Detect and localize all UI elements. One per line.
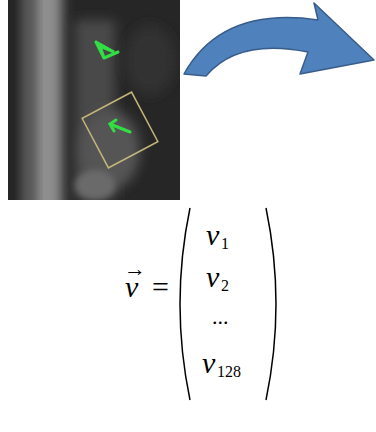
descriptor-window bbox=[82, 92, 158, 168]
curved-arrow bbox=[184, 3, 374, 76]
right-parenthesis bbox=[266, 208, 276, 400]
component: v bbox=[202, 348, 215, 378]
ellipsis: ... bbox=[212, 306, 229, 328]
left-parenthesis bbox=[180, 208, 190, 400]
component: v bbox=[206, 262, 219, 292]
equals-sign: = bbox=[152, 272, 169, 302]
photo bbox=[8, 0, 180, 200]
subscript: 2 bbox=[221, 278, 229, 294]
vector-symbol: v bbox=[125, 272, 138, 302]
subscript: 128 bbox=[217, 364, 241, 380]
keypoint-arrows bbox=[96, 42, 130, 132]
component: v bbox=[206, 220, 219, 250]
subscript: 1 bbox=[221, 236, 229, 252]
